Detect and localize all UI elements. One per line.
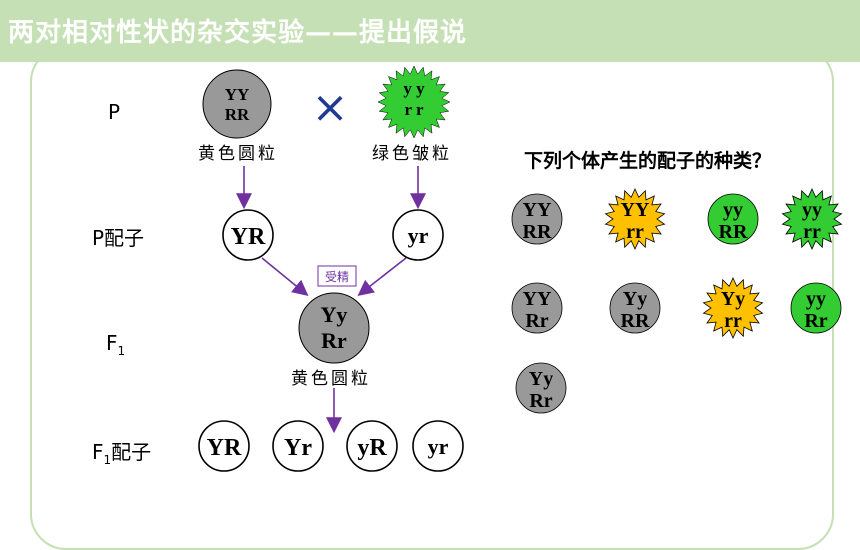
individual-genotype-line2: RR: [621, 310, 650, 332]
parent-genotype-line1: y y: [403, 79, 425, 98]
individual-genotype-line2: rr: [803, 221, 821, 243]
individual-shape: [781, 188, 843, 250]
individual-shape: [702, 277, 764, 339]
f1-genotype-line1: Yy: [321, 302, 348, 327]
individual-genotype-line2: Rr: [525, 310, 548, 332]
gamete-label: yr: [428, 434, 449, 459]
individual-genotype-line1: YY: [621, 199, 650, 221]
question-text: 下列个体产生的配子的种类？: [524, 150, 772, 172]
arrow-gamete-right-to-f1: [357, 257, 407, 296]
f1-gamete-4: yr: [412, 420, 464, 472]
individual-genotype-line2: Rr: [529, 390, 552, 412]
individual-shape: [511, 193, 563, 245]
gamete-label: yr: [408, 223, 429, 248]
individual-genotype-line1: YY: [523, 199, 552, 221]
page-title: 两对相对性状的杂交实验——提出假说: [8, 18, 468, 48]
row-label-f1-gamete: F1配子: [92, 440, 152, 467]
individual-genotype-line1: YY: [523, 288, 552, 310]
individual-shape: [790, 282, 842, 334]
green-wrinkled-parent: y y r r: [377, 65, 451, 139]
individual-genotype-line2: rr: [626, 221, 644, 243]
fertilization-box: [317, 265, 357, 287]
f1-gamete-3: yR: [346, 420, 398, 472]
f1-caption: 黄色圆粒: [291, 369, 371, 389]
row-label-f1: F1: [106, 331, 126, 358]
yellow-parent-caption: 黄色圆粒: [198, 144, 278, 164]
p-gamete-left: YR: [222, 209, 274, 261]
individual-genotype-line1: yy: [802, 199, 822, 221]
individual-genotype-line1: Yy: [721, 288, 745, 310]
individual-genotype-line2: rr: [724, 310, 742, 332]
f1-gamete-2: Yr: [272, 420, 324, 472]
individual-genotype-line1: yy: [723, 199, 743, 221]
individual-shape: [604, 188, 666, 250]
arrow-gamete-left-to-f1: [261, 257, 309, 297]
individual-shape: [511, 282, 563, 334]
gamete-label: Yr: [284, 435, 312, 461]
individual-shape: [515, 362, 567, 414]
green-parent-caption: 绿色皱粒: [372, 144, 452, 164]
individual-genotype-line1: yy: [806, 288, 826, 310]
f1-individual: Yy Rr: [298, 292, 370, 364]
title-bar: 两对相对性状的杂交实验——提出假说: [0, 0, 860, 62]
parent-genotype-line2: r r: [404, 100, 423, 119]
cross-symbol: ×: [312, 82, 349, 133]
parent-genotype-line2: RR: [225, 105, 250, 124]
individual-shape: [609, 282, 661, 334]
f1-gamete-1: YR: [198, 420, 250, 472]
yellow-round-parent: YY RR: [202, 69, 272, 139]
row-label-p: P: [108, 100, 121, 124]
individual-genotype-line2: RR: [719, 221, 748, 243]
row-label-p-gamete: P配子: [92, 226, 145, 250]
individual-genotype-line1: Yy: [529, 368, 553, 390]
individual-shape: [707, 193, 759, 245]
parent-genotype-line1: YY: [225, 85, 250, 104]
individual-genotype-line2: Rr: [804, 310, 827, 332]
gamete-label: yR: [357, 435, 387, 461]
cross-diagram: YY RR × y y r r YR yr 受精 Yy Rr YR Yr yR: [198, 65, 843, 472]
f1-genotype-line2: Rr: [321, 328, 347, 353]
gamete-label: YR: [231, 224, 266, 250]
individual-genotype-line2: RR: [523, 221, 552, 243]
fertilization-label: 受精: [325, 270, 349, 284]
individual-genotype-line1: Yy: [623, 288, 647, 310]
gamete-label: YR: [207, 435, 242, 461]
p-gamete-right: yr: [392, 209, 444, 261]
